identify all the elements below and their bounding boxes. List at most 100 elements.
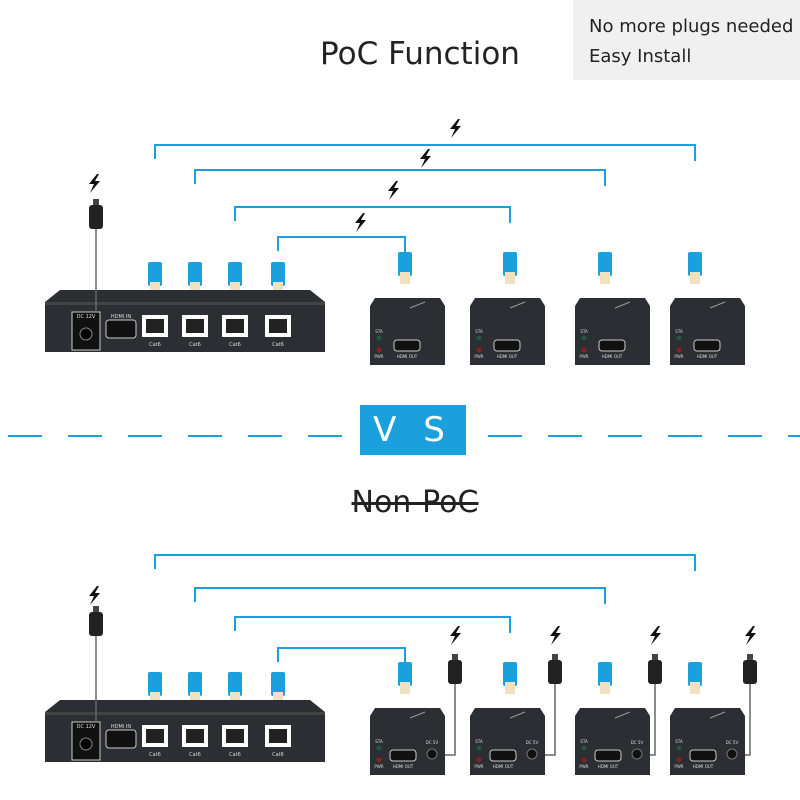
dc-label: DC 5V xyxy=(726,740,739,745)
pwr-led xyxy=(581,347,587,353)
rj45-plug xyxy=(148,672,162,704)
hdmi-out-label: HDMI OUT xyxy=(397,354,418,359)
network-cable xyxy=(277,236,406,253)
power-cable xyxy=(650,684,656,756)
note-line-2: Easy Install xyxy=(589,46,692,67)
lightning-bolt-icon xyxy=(650,626,661,645)
hdmi-in-port xyxy=(105,319,137,339)
power-adapter-icon xyxy=(89,606,103,636)
hdmi-out-label: HDMI OUT xyxy=(697,354,718,359)
dc-label: DC 5V xyxy=(526,740,539,745)
pwr-label: PWR xyxy=(579,764,588,769)
rj45-plug xyxy=(228,672,242,704)
dc-power-jack xyxy=(426,748,438,760)
rj45-plug xyxy=(503,252,517,284)
hdmi-out-port xyxy=(689,749,717,762)
hdmi-out-port xyxy=(693,339,721,352)
hdmi-out-port xyxy=(594,749,622,762)
sta-led xyxy=(676,745,682,751)
power-adapter-icon xyxy=(548,654,562,684)
power-adapter-icon xyxy=(648,654,662,684)
pwr-led xyxy=(676,347,682,353)
hdmi-out-label: HDMI OUT xyxy=(393,764,414,769)
lightning-bolt-icon xyxy=(550,626,561,645)
hdmi-out-label: HDMI OUT xyxy=(497,354,518,359)
sta-label: STA xyxy=(475,739,483,744)
hdmi-receiver-device: STA PWR HDMI OUT xyxy=(670,298,745,365)
pwr-led xyxy=(476,347,482,353)
cat6-port xyxy=(142,725,168,747)
sta-led xyxy=(676,335,682,341)
sta-led xyxy=(376,335,382,341)
lightning-bolt-icon xyxy=(450,626,461,645)
cat6-port xyxy=(265,315,291,337)
hdmi-out-label: HDMI OUT xyxy=(602,354,623,359)
port-label: Cat6 xyxy=(272,752,284,758)
lightning-bolt-icon xyxy=(420,149,431,168)
network-cable xyxy=(277,647,406,664)
pwr-led xyxy=(476,757,482,763)
hdmi-in-label: HDMI IN xyxy=(111,314,131,320)
power-adapter-icon xyxy=(448,654,462,684)
cat6-port xyxy=(222,725,248,747)
rj45-plug xyxy=(503,662,517,694)
hdmi-out-label: HDMI OUT xyxy=(693,764,714,769)
rj45-plug xyxy=(148,262,162,294)
sta-label: STA xyxy=(475,329,483,334)
pwr-label: PWR xyxy=(674,764,683,769)
power-adapter-icon xyxy=(743,654,757,684)
port-label: Cat6 xyxy=(149,342,161,348)
hdmi-in-port xyxy=(105,729,137,749)
pwr-label: PWR xyxy=(674,354,683,359)
hdmi-receiver-device: STA PWR HDMI OUT DC 5V xyxy=(670,708,745,775)
dc-power-jack xyxy=(631,748,643,760)
sta-label: STA xyxy=(675,739,683,744)
lightning-bolt-icon xyxy=(745,626,756,645)
cat6-port xyxy=(182,725,208,747)
rj45-plug xyxy=(228,262,242,294)
port-label: Cat6 xyxy=(229,342,241,348)
hdmi-out-port xyxy=(598,339,626,352)
dc-power-jack xyxy=(71,311,101,351)
sta-led xyxy=(581,745,587,751)
rj45-plug xyxy=(188,262,202,294)
lightning-bolt-icon xyxy=(450,119,461,138)
power-cable xyxy=(545,684,556,756)
dc-power-jack xyxy=(71,721,101,761)
sta-label: STA xyxy=(675,329,683,334)
dc-label: DC 5V xyxy=(631,740,644,745)
hdmi-out-port xyxy=(393,339,421,352)
dc-power-jack xyxy=(726,748,738,760)
hdmi-out-port xyxy=(489,749,517,762)
sta-label: STA xyxy=(580,739,588,744)
hdmi-out-label: HDMI OUT xyxy=(493,764,514,769)
rj45-plug xyxy=(688,252,702,284)
non-poc-label: Non-PoC xyxy=(351,485,479,520)
rj45-plug xyxy=(598,252,612,284)
rj45-plug xyxy=(398,662,412,694)
pwr-led xyxy=(581,757,587,763)
pwr-led xyxy=(676,757,682,763)
pwr-label: PWR xyxy=(374,354,383,359)
port-label: Cat6 xyxy=(189,342,201,348)
cat6-port xyxy=(222,315,248,337)
power-adapter-icon xyxy=(89,199,103,229)
cat6-port xyxy=(142,315,168,337)
vs-badge: V S xyxy=(360,405,466,455)
rj45-plug xyxy=(271,672,285,704)
sta-label: STA xyxy=(580,329,588,334)
port-label: Cat6 xyxy=(272,342,284,348)
sta-label: STA xyxy=(375,739,383,744)
sta-led xyxy=(581,335,587,341)
network-cable xyxy=(234,616,511,633)
rj45-plug xyxy=(188,672,202,704)
power-cable xyxy=(445,684,456,756)
power-cable xyxy=(745,684,751,756)
hdmi-out-label: HDMI OUT xyxy=(598,764,619,769)
